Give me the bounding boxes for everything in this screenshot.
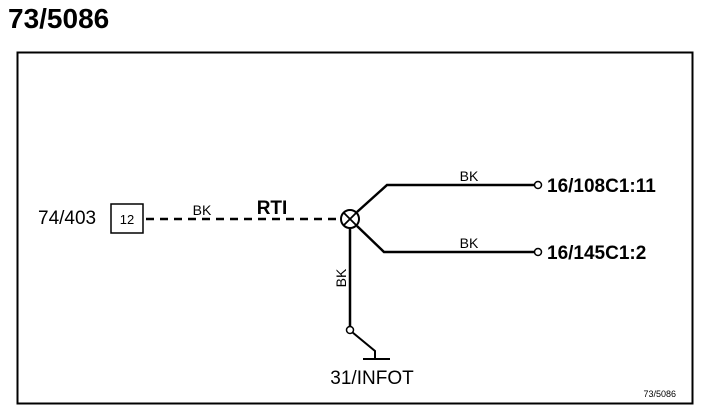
splice-cross-b xyxy=(342,211,358,227)
diagram-frame xyxy=(16,51,694,405)
main-wire-signal-label: RTI xyxy=(257,198,288,219)
lower-branch-destination: 16/145C1:2 xyxy=(547,243,646,264)
connector-ref-label: 74/403 xyxy=(38,208,96,229)
footer-ref: 73/5086 xyxy=(643,389,676,399)
ground-symbol xyxy=(351,331,376,359)
connector-pin-label: 12 xyxy=(120,212,134,227)
upper-branch-color-label: BK xyxy=(460,168,479,184)
main-wire-color-label: BK xyxy=(193,202,212,218)
ground-branch-terminal[interactable] xyxy=(345,325,355,335)
page-title: 73/5086 xyxy=(8,3,110,34)
lower-branch-terminal[interactable] xyxy=(533,247,543,257)
ground-branch-destination: 31/INFOT xyxy=(330,368,414,389)
upper-branch-destination: 16/108C1:11 xyxy=(547,176,656,197)
connector-pin-box[interactable] xyxy=(110,203,144,234)
ground-branch-color-label: BK xyxy=(333,268,349,287)
lower-branch-wire[interactable] xyxy=(356,225,535,254)
upper-branch-wire[interactable] xyxy=(356,183,535,213)
lower-branch-color-label: BK xyxy=(460,235,479,251)
upper-branch-terminal[interactable] xyxy=(533,180,543,190)
